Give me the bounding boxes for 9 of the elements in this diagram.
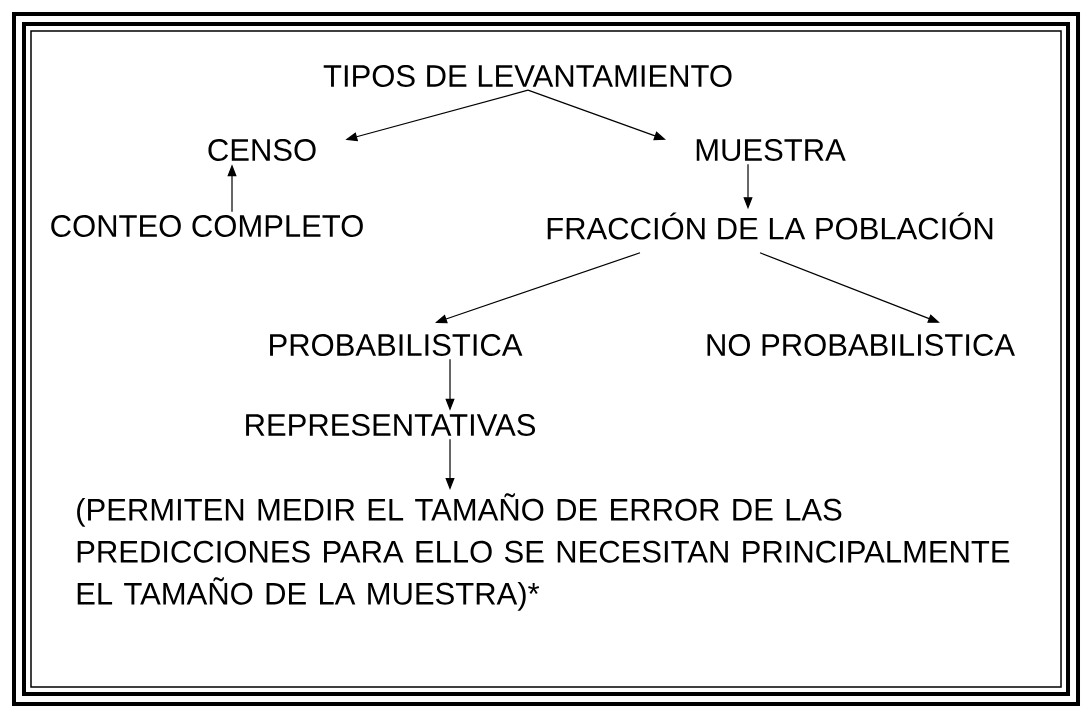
text-label: NO PROBABILISTICA: [707, 334, 1015, 356]
text-label: FRACCIÓN DE LA POBLACIÓN: [547, 212, 993, 240]
text-label: REPRESENTATIVAS: [246, 414, 536, 436]
text-label: CONTEO COMPLETO: [51, 215, 363, 237]
text-label: MUESTRA: [696, 139, 846, 161]
text-label: (PERMITEN MEDIR EL TAMAÑO DE ERROR DE LAS PREDICCIONES PARA ELLO SE NECESITAN PRINCIPALMENTE EL TAMAÑO DE LA MUESTRA)*: [77, 493, 1010, 611]
text-label: CENSO: [208, 139, 316, 161]
text-label: PROBABILISTICA: [270, 334, 523, 356]
text-label: TIPOS DE LEVANTAMIENTO: [323, 65, 732, 87]
